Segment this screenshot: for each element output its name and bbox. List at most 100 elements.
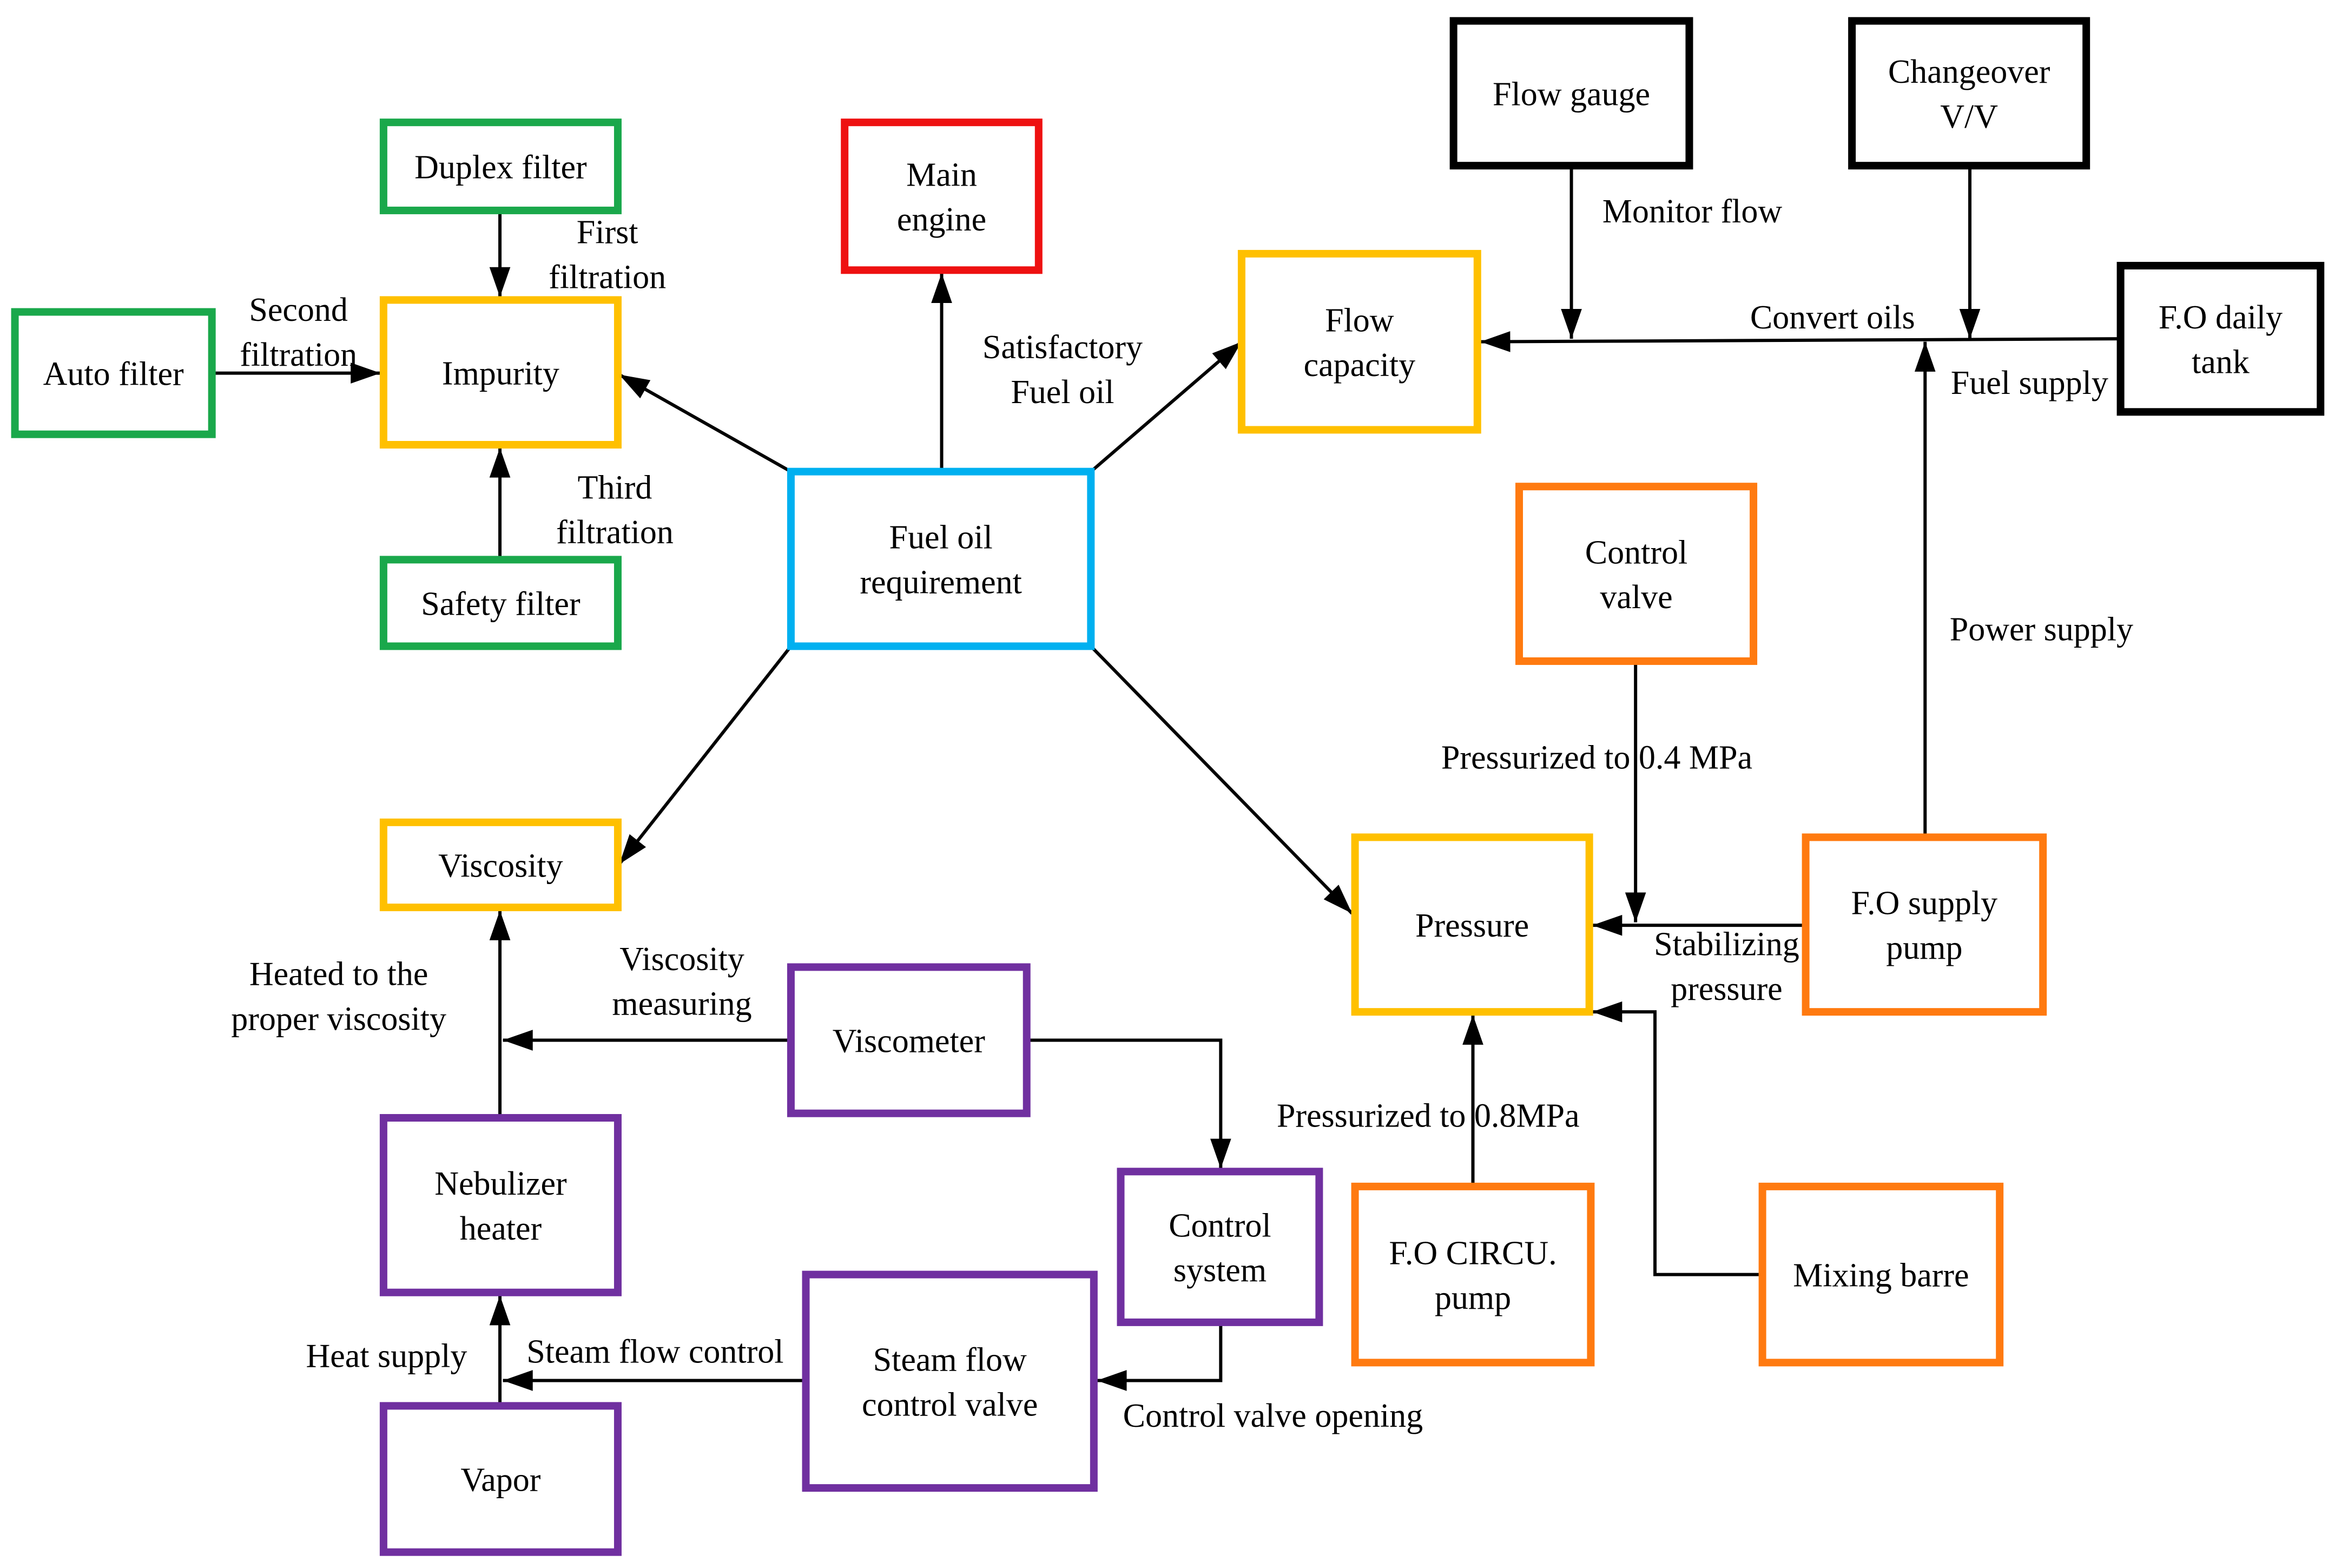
viscosity-node-box [379, 818, 622, 912]
control-system-node-label-line: system [1173, 1252, 1267, 1289]
auto-filter-node-box [11, 308, 216, 438]
label-second-filtration-line: Second [249, 292, 348, 328]
label-stabilizing-pressure-line: pressure [1671, 971, 1783, 1007]
steam-flow-control-valve-node-box [802, 1270, 1098, 1492]
flow-capacity-node-box [1237, 249, 1481, 434]
label-heat-supply: Heat supply [306, 1338, 467, 1375]
fo-supply-pump-node-box [1802, 833, 2047, 1016]
impurity-node-box [379, 296, 622, 449]
label-heated-proper-viscosity-line: Heated to the [249, 956, 428, 993]
fuel-oil-requirement-node-box [787, 467, 1095, 650]
label-convert-oils-line: Convert oils [1750, 299, 1915, 336]
control-valve-node-label-line: valve [1600, 579, 1672, 616]
edge-viscometer-to-heater-line-arrowhead [503, 1030, 533, 1051]
edge-auto-to-impurity-arrowhead [351, 363, 381, 384]
edge-supply-pump-to-pressure-arrowhead [1592, 914, 1623, 936]
label-heated-proper-viscosity-line: proper viscosity [231, 1000, 446, 1037]
main-engine-node-box [841, 118, 1043, 274]
label-satisfactory-fuel-oil-line: Satisfactory [982, 329, 1143, 366]
impurity-node-label: Impurity [442, 355, 559, 392]
edge-vapor-to-heater-arrowhead [489, 1295, 511, 1326]
fo-circu-pump-node-label: F.O CIRCU.pump [1389, 1235, 1557, 1316]
label-fuel-supply-line: Fuel supply [1951, 365, 2108, 401]
pressure-node-label: Pressure [1415, 907, 1529, 944]
label-fuel-supply: Fuel supply [1951, 365, 2108, 401]
edge-requirement-to-flow-capacity-line [1090, 340, 1243, 473]
edge-supply-pump-to-fuel-supply-arrowhead [1914, 341, 1936, 372]
steam-flow-control-valve-node-label: Steam flow control valve [862, 1342, 1038, 1424]
fo-supply-pump-node-label-line: F.O supply [1851, 885, 1998, 921]
edge-requirement-to-viscosity-line [618, 645, 793, 865]
edge-requirement-to-flow-capacity-arrowhead [1212, 341, 1242, 370]
auto-filter-node-label: Auto filter [43, 356, 184, 393]
vapor-node-label-line: Vapor [460, 1462, 540, 1499]
duplex-filter-node-label-line: Duplex filter [414, 149, 587, 186]
fuel-oil-requirement-node-label-line: requirement [860, 564, 1022, 601]
vapor-node-box [379, 1402, 622, 1556]
fo-daily-tank-node-label-line: tank [2192, 344, 2250, 381]
edge-daily-tank-to-flow-capacity-arrowhead [1480, 331, 1511, 352]
label-power-supply: Power supply [1950, 611, 2133, 648]
edge-requirement-to-viscosity-arrowhead [619, 834, 647, 865]
label-monitor-flow: Monitor flow [1602, 193, 1783, 230]
flow-gauge-node-box [1449, 17, 1693, 170]
safety-filter-node-box [379, 556, 622, 650]
fo-circu-pump-node-label-line: pump [1435, 1280, 1511, 1316]
edge-circu-pump-to-pressure-arrowhead [1462, 1014, 1483, 1045]
label-monitor-flow-line: Monitor flow [1602, 193, 1783, 230]
edge-viscometer-to-control-system-arrowhead [1210, 1138, 1231, 1169]
flow-capacity-node-label-line: Flow [1325, 302, 1394, 339]
label-steam-flow-control: Steam flow control [526, 1333, 783, 1370]
label-convert-oils: Convert oils [1750, 299, 1915, 336]
pressure-node-label-line: Pressure [1415, 907, 1529, 944]
nebulizer-heater-node-label-line: heater [460, 1210, 542, 1247]
edge-requirement-to-main-engine-arrowhead [931, 273, 952, 303]
flow-capacity-node-label-line: capacity [1304, 347, 1416, 384]
edge-mixing-to-pressure-line [1592, 1010, 1763, 1276]
edges-layer [212, 166, 2121, 1406]
fo-daily-tank-node-label: F.O daily tank [2159, 299, 2283, 381]
fo-daily-tank-node-box [2116, 261, 2325, 416]
label-pressurized-04: Pressurized to 0.4 MPa [1441, 740, 1752, 776]
label-viscosity-measuring-line: Viscosity [619, 941, 744, 978]
nebulizer-heater-node-box [379, 1114, 622, 1296]
label-pressurized-04-line: Pressurized to 0.4 MPa [1441, 740, 1752, 776]
changeover-vv-node-label-line: Changeover [1888, 54, 2050, 90]
control-valve-node-label-line: Control [1585, 534, 1687, 571]
mixing-barre-node-label-line: Mixing barre [1793, 1257, 1969, 1294]
label-stabilizing-pressure-line: Stabilizing [1654, 926, 1799, 963]
safety-filter-node-label: Safety filter [421, 585, 581, 622]
edge-requirement-to-impurity-line [618, 373, 792, 473]
edge-safety-to-impurity-arrowhead [489, 447, 511, 478]
edge-steam-valve-to-heater-line-arrowhead [503, 1370, 533, 1391]
fo-circu-pump-node-box [1351, 1182, 1595, 1367]
steam-flow-control-valve-node-label-line: Steam flow [873, 1342, 1027, 1379]
edge-flow-gauge-down-arrowhead [1561, 308, 1582, 339]
mixing-barre-node-label: Mixing barre [1793, 1257, 1969, 1294]
control-system-node-label-line: Control [1169, 1207, 1271, 1244]
control-system-node-label: Control system [1169, 1207, 1271, 1289]
control-valve-node-label: Control valve [1585, 534, 1687, 616]
edge-viscometer-to-control-system-line [1026, 1038, 1223, 1169]
steam-flow-control-valve-node-label-line: control valve [862, 1386, 1038, 1423]
label-steam-flow-control-line: Steam flow control [526, 1333, 783, 1370]
control-system-node-box [1117, 1168, 1323, 1326]
edge-changeover-down-arrowhead [1959, 308, 1981, 339]
edge-requirement-to-pressure-arrowhead [1323, 885, 1353, 914]
edge-control-valve-down-arrowhead [1625, 892, 1646, 923]
fo-daily-tank-node-label-line: F.O daily [2159, 299, 2283, 336]
label-satisfactory-fuel-oil-line: Fuel oil [1011, 374, 1114, 411]
label-third-filtration-line: Third [578, 469, 652, 506]
edge-control-system-to-steam-valve-line [1097, 1322, 1223, 1382]
duplex-filter-node-box [379, 118, 622, 214]
label-first-filtration-line: First [577, 214, 638, 251]
